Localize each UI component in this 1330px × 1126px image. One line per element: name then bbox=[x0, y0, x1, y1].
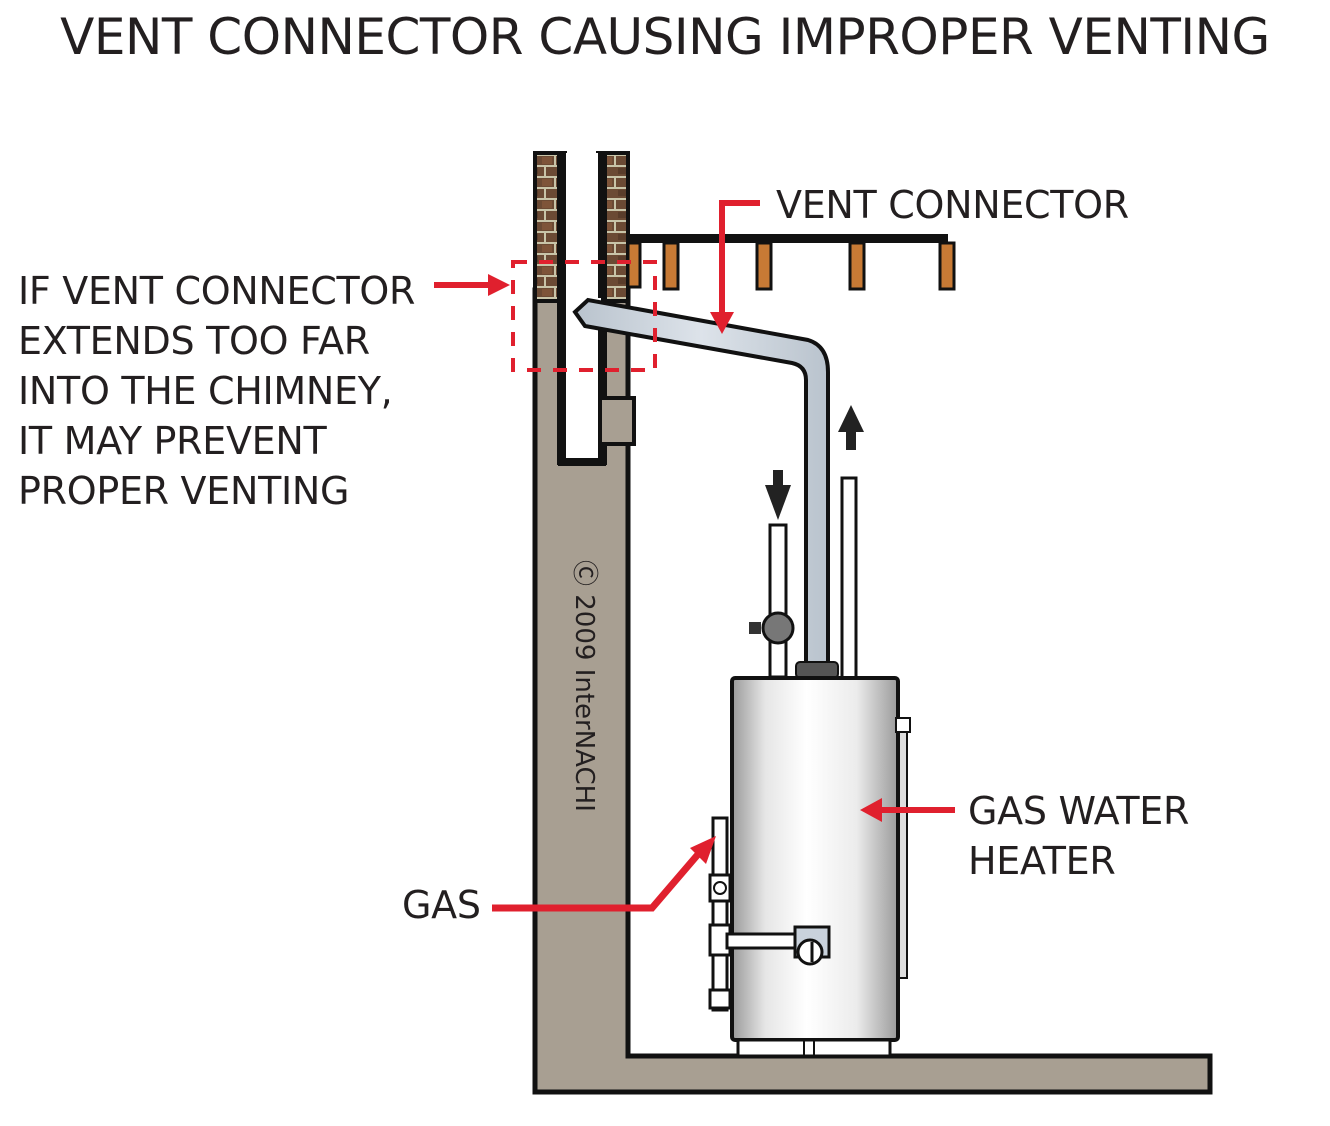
hot-water-arrow bbox=[838, 405, 864, 432]
water-heater-label-line: GAS WATER bbox=[968, 789, 1190, 833]
cold-water-valve bbox=[761, 611, 795, 645]
problem-area-highlight bbox=[511, 260, 657, 372]
water-heater-tank bbox=[730, 676, 900, 1042]
warning-line: EXTENDS TOO FAR bbox=[18, 319, 370, 363]
water-heater-label: GAS WATER HEATER bbox=[968, 786, 1189, 886]
warning-callout: IF VENT CONNECTOR EXTENDS TOO FAR INTO T… bbox=[18, 266, 415, 516]
chimney-thimble bbox=[598, 396, 636, 446]
water-heater-label-line: HEATER bbox=[968, 839, 1116, 883]
diagram-title: VENT CONNECTOR CAUSING IMPROPER VENTING bbox=[60, 8, 1270, 66]
warning-line: PROPER VENTING bbox=[18, 469, 350, 513]
warning-line: IT MAY PREVENT bbox=[18, 419, 327, 463]
draft-hood bbox=[795, 661, 839, 679]
floor-beam bbox=[628, 234, 948, 243]
relief-pipe bbox=[898, 719, 908, 979]
gas-label: GAS bbox=[402, 883, 481, 927]
cold-water-arrow bbox=[765, 485, 791, 520]
hot-water-pipe bbox=[840, 476, 858, 680]
floor-joists bbox=[626, 241, 956, 291]
gas-supply-pipe bbox=[711, 816, 729, 1012]
warning-line: INTO THE CHIMNEY, bbox=[18, 369, 393, 413]
gas-line-to-valve bbox=[725, 932, 797, 950]
vent-connector-label: VENT CONNECTOR bbox=[776, 183, 1129, 227]
warning-line: IF VENT CONNECTOR bbox=[18, 269, 416, 313]
copyright-notice: Ⓒ 2009 InterNACHI bbox=[569, 560, 599, 812]
callout-arrows bbox=[434, 200, 955, 912]
cold-water-pipe bbox=[768, 523, 788, 679]
